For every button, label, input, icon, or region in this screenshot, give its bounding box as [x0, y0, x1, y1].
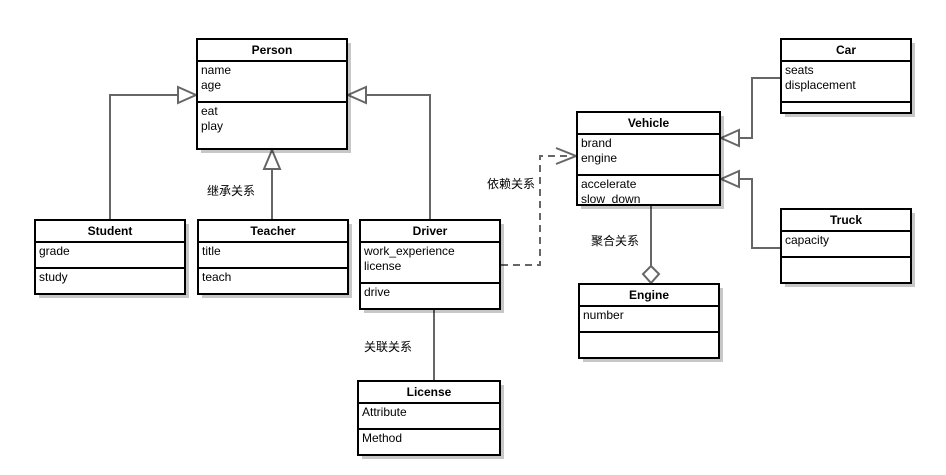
edge-car-vehicle[interactable] — [718, 77, 780, 148]
attribute: seats — [785, 63, 814, 77]
class-attributes: name age — [198, 62, 346, 103]
attribute: grade — [39, 244, 70, 258]
class-driver[interactable]: Driver work_experience license drive — [359, 219, 501, 310]
class-attributes: Attribute — [359, 404, 499, 430]
class-operations — [782, 258, 910, 261]
edge-label-aggregation: 聚合关系 — [591, 234, 640, 248]
class-operations: accelerate slow_down — [578, 176, 719, 209]
class-operations: study — [36, 269, 184, 287]
class-operations: teach — [199, 269, 347, 287]
attribute: displacement — [785, 78, 856, 92]
class-title: Engine — [580, 285, 718, 307]
edge-label-inheritance: 继承关系 — [207, 184, 256, 198]
edge-label-dependency: 依赖关系 — [487, 177, 536, 191]
class-operations — [580, 333, 718, 336]
edge-student-person[interactable] — [109, 85, 199, 219]
class-attributes: seats displacement — [782, 62, 910, 103]
class-attributes: grade — [36, 243, 184, 269]
attribute: license — [364, 259, 402, 273]
class-operations — [782, 103, 910, 106]
class-attributes: capacity — [782, 232, 910, 258]
class-title: Vehicle — [578, 113, 719, 135]
operation: study — [39, 270, 68, 284]
class-title: Driver — [361, 221, 499, 243]
class-person[interactable]: Person name age eat play — [196, 38, 348, 150]
operation: teach — [202, 270, 232, 284]
edge-label-association: 关联关系 — [364, 340, 413, 354]
operation: Method — [362, 431, 403, 445]
attribute: title — [202, 244, 221, 258]
class-attributes: brand engine — [578, 135, 719, 176]
class-attributes: number — [580, 307, 718, 333]
class-car[interactable]: Car seats displacement — [780, 38, 912, 114]
edge-driver-person[interactable] — [345, 85, 431, 219]
class-operations: Method — [359, 430, 499, 448]
edge-teacher-person[interactable] — [262, 147, 282, 219]
class-student[interactable]: Student grade study — [34, 219, 186, 295]
class-truck[interactable]: Truck capacity — [780, 208, 912, 284]
attribute: brand — [581, 136, 612, 150]
class-title: Person — [198, 40, 346, 62]
attribute: capacity — [785, 233, 830, 247]
attribute: work_experience — [364, 244, 455, 258]
operation: slow_down — [581, 192, 641, 206]
operation: play — [201, 119, 224, 133]
edge-truck-vehicle[interactable] — [718, 169, 780, 249]
operation: accelerate — [581, 177, 637, 191]
class-title: Truck — [782, 210, 910, 232]
attribute: name — [201, 63, 232, 77]
operation: eat — [201, 104, 218, 118]
class-title: License — [359, 382, 499, 404]
edge-driver-vehicle[interactable] — [501, 147, 579, 266]
attribute: age — [201, 78, 222, 92]
class-title: Student — [36, 221, 184, 243]
class-operations: eat play — [198, 103, 346, 136]
class-license[interactable]: License Attribute Method — [357, 380, 501, 456]
attribute: number — [583, 308, 624, 322]
class-attributes: work_experience license — [361, 243, 499, 284]
class-attributes: title — [199, 243, 347, 269]
class-engine[interactable]: Engine number — [578, 283, 720, 359]
attribute: engine — [581, 151, 618, 165]
operation: drive — [364, 285, 391, 299]
class-vehicle[interactable]: Vehicle brand engine accelerate slow_dow… — [576, 111, 721, 206]
class-title: Car — [782, 40, 910, 62]
class-operations: drive — [361, 284, 499, 302]
edge-vehicle-engine[interactable] — [641, 206, 661, 285]
attribute: Attribute — [362, 405, 407, 419]
class-teacher[interactable]: Teacher title teach — [197, 219, 349, 295]
class-title: Teacher — [199, 221, 347, 243]
